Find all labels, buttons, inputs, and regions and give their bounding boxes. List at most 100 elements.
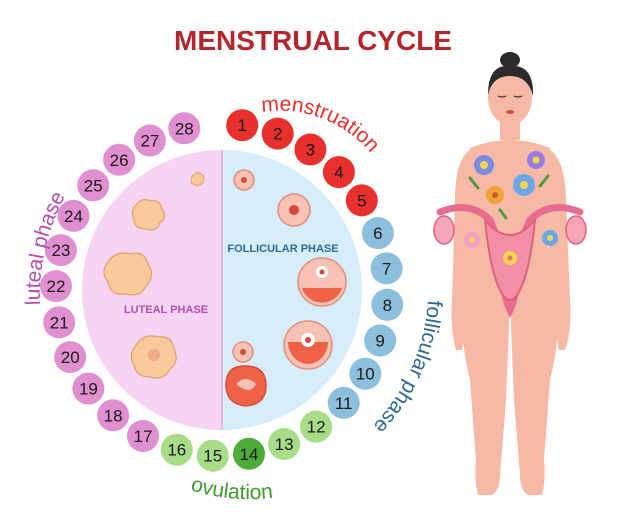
follicle-icon (233, 169, 255, 191)
flower-icon (513, 174, 535, 196)
day-circle (268, 428, 301, 460)
day-circle (345, 184, 378, 217)
day-label: 2 (273, 125, 282, 144)
day-circle (57, 199, 90, 232)
day-circle (77, 169, 110, 202)
day-label: 28 (175, 119, 194, 138)
day-label: 25 (84, 176, 103, 195)
day-label: 15 (203, 447, 222, 466)
day-25: 25 (77, 169, 110, 202)
follicle-icon (283, 320, 333, 370)
day-5: 5 (345, 184, 378, 217)
day-9: 9 (364, 324, 397, 357)
ovulation-arc-label: ovulation (189, 473, 274, 504)
follicle-icon (297, 257, 347, 307)
day-17: 17 (127, 420, 159, 452)
day-circle (72, 372, 105, 405)
day-1: 1 (226, 109, 259, 142)
day-label: 8 (383, 296, 392, 315)
follicle-icon (277, 193, 311, 227)
day-label: 24 (64, 207, 83, 226)
luteal-phase-inner-label: LUTEAL PHASE (124, 304, 208, 316)
day-2: 2 (261, 117, 294, 150)
day-label: 23 (51, 241, 70, 260)
day-label: 13 (275, 435, 294, 454)
day-26: 26 (103, 143, 136, 176)
flower-icon (503, 251, 517, 265)
day-circle (40, 270, 72, 303)
day-circle (103, 143, 136, 176)
corpus-luteum-icon (131, 199, 166, 231)
day-circle (43, 306, 76, 339)
day-label: 16 (167, 441, 186, 460)
day-circle (370, 252, 403, 285)
day-27: 27 (133, 124, 166, 157)
day-circle (133, 124, 166, 157)
corpus-luteum-icon (130, 335, 177, 379)
day-10: 10 (349, 357, 382, 390)
day-4: 4 (322, 156, 355, 189)
right-leg (510, 300, 559, 495)
day-circle (160, 433, 193, 466)
title-area: MENSTRUAL CYCLE (174, 25, 452, 56)
day-circle (226, 109, 259, 142)
day-24: 24 (57, 199, 90, 232)
luteal-half (82, 150, 222, 430)
day-circle (371, 288, 404, 321)
day-8: 8 (371, 288, 404, 321)
day-13: 13 (268, 428, 301, 460)
day-16: 16 (160, 433, 193, 466)
corpus-luteum-icon (190, 171, 205, 187)
ruptured-follicle-icon (225, 365, 267, 407)
body-figure (433, 52, 587, 495)
day-22: 22 (40, 270, 72, 303)
flower-icon (542, 230, 558, 246)
day-circle (261, 117, 294, 150)
day-label: 9 (375, 332, 384, 351)
hair-bun (500, 52, 520, 68)
day-label: 17 (134, 427, 153, 446)
head (488, 71, 532, 125)
torso (461, 140, 559, 300)
day-12: 12 (300, 410, 333, 443)
day-label: 12 (307, 418, 326, 437)
day-circle (54, 341, 87, 374)
follicle-icon (232, 341, 254, 363)
day-circle (300, 410, 333, 443)
day-label: 27 (140, 132, 159, 151)
day-label: 22 (47, 277, 66, 296)
follicle-development (225, 169, 347, 407)
day-14: 14 (233, 437, 265, 470)
day-label: 3 (306, 141, 315, 160)
flower-icon (527, 151, 545, 169)
left-leg (461, 300, 510, 495)
flower-icon (486, 186, 504, 204)
day-19: 19 (72, 372, 105, 405)
day-label: 7 (382, 259, 391, 278)
day-circle (97, 399, 130, 432)
day-label: 1 (237, 116, 246, 135)
day-circle (168, 112, 201, 145)
corpus-luteum-icon (103, 252, 153, 296)
leaves (468, 174, 550, 220)
day-label: 21 (50, 313, 69, 332)
day-7: 7 (370, 252, 403, 285)
day-18: 18 (97, 399, 130, 432)
day-label: 6 (373, 224, 382, 243)
day-circle (233, 437, 265, 470)
day-3: 3 (294, 133, 327, 166)
page-title: MENSTRUAL CYCLE (174, 25, 452, 56)
day-23: 23 (44, 234, 77, 267)
day-21: 21 (43, 306, 76, 339)
day-15: 15 (196, 439, 229, 472)
hair (488, 65, 534, 96)
day-label: 26 (110, 151, 129, 170)
flower-icon (474, 155, 494, 175)
day-11: 11 (327, 386, 360, 419)
day-label: 5 (357, 191, 366, 210)
day-6: 6 (361, 217, 394, 250)
day-28: 28 (168, 112, 201, 145)
day-label: 18 (104, 406, 123, 425)
